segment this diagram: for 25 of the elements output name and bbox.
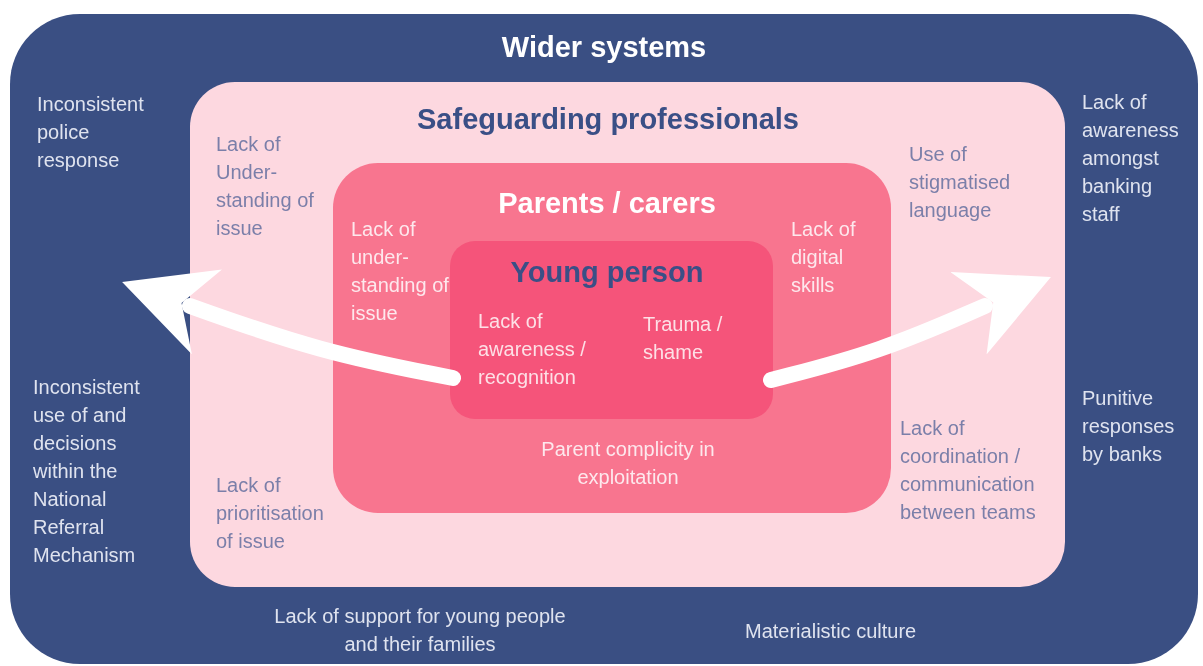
area-heading: Wider systems	[500, 30, 708, 64]
professionals-area	[190, 82, 1065, 587]
factor-text: Lack of support for young people and their families	[273, 604, 567, 657]
factor-text: Use of stigmatised language	[909, 142, 1012, 223]
factor-text: Lack of awareness amongst banking staff	[1082, 90, 1180, 227]
carers-area	[333, 163, 891, 513]
factor-text: Lack of digital skills	[791, 217, 857, 298]
area-heading: Safeguarding professionals	[416, 102, 800, 136]
factor-text: Inconsistent use of and decisions within the National Referral Mechanism	[33, 375, 141, 568]
systems-area	[10, 14, 1198, 664]
factor-text: Parent complicity in exploitation	[540, 437, 716, 490]
factor-text: Lack of awareness / recognition	[478, 309, 587, 390]
area-heading: Parents / carers	[497, 186, 717, 220]
arrow	[763, 272, 1051, 388]
factor-text: Trauma / shame	[643, 312, 724, 365]
factor-text: Materialistic culture	[745, 619, 918, 644]
arrow	[122, 269, 461, 386]
factor-text: Lack of prioritisation of issue	[216, 473, 325, 554]
factor-text: Punitive responses by banks	[1082, 386, 1176, 467]
factor-text: Lack of coordination / communication between teams	[900, 416, 1037, 525]
factor-text: Lack of Under-standing of issue	[216, 132, 314, 241]
factor-text: Inconsistent police response	[37, 92, 145, 173]
young-person-area	[450, 241, 773, 419]
area-heading: Young person	[509, 255, 705, 289]
factor-text: Lack of under-standing of issue	[351, 217, 450, 326]
